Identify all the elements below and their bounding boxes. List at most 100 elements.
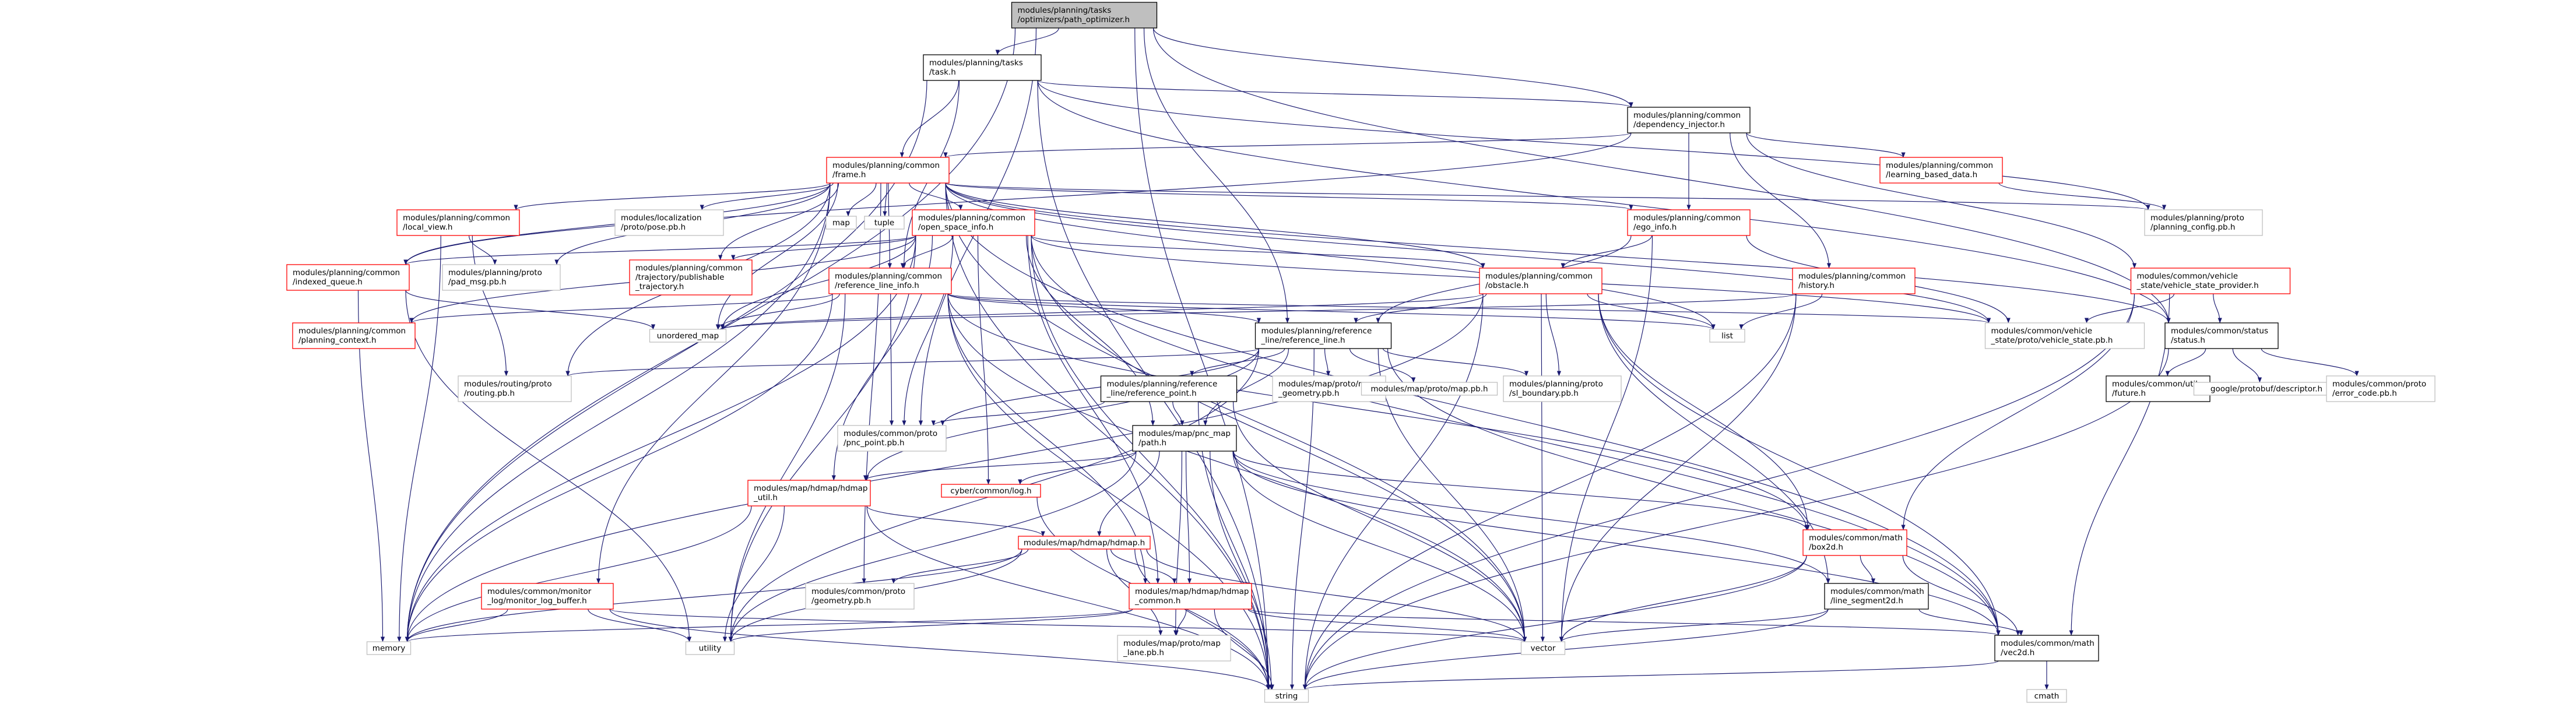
edge-veh-provider-to-vehicle-state-pb xyxy=(2084,293,2175,323)
node-cyber-log[interactable]: cyber/common/log.h xyxy=(941,484,1041,498)
node-box2d[interactable]: modules/common/math/box2d.h xyxy=(1802,529,1907,556)
node-depinj[interactable]: modules/planning/common/dependency_injec… xyxy=(1627,107,1751,133)
edge-ego-info-to-obstacle xyxy=(1561,235,1653,269)
node-root[interactable]: modules/planning/tasks/optimizers/path_o… xyxy=(1011,2,1158,29)
edge-ref-line-to-routing xyxy=(565,348,1260,377)
edge-hdmap-util-to-hdmap xyxy=(866,505,1045,537)
node-label: modules/common/proto xyxy=(844,429,937,438)
node-label: modules/map/proto/map xyxy=(1123,639,1221,648)
node-label: modules/routing/proto xyxy=(464,379,552,389)
edge-ref-line-to-map-geometry xyxy=(1324,348,1331,377)
edge-line-segment-to-string xyxy=(1303,608,1829,690)
edge-open-space-to-hdmap-common xyxy=(1027,235,1160,584)
node-map-pb: modules/map/proto/map.pb.h xyxy=(1361,382,1498,396)
node-label: /proto/pose.pb.h xyxy=(621,223,686,232)
node-ego-info[interactable]: modules/planning/common/ego_info.h xyxy=(1627,209,1751,236)
node-label: vector xyxy=(1531,644,1556,653)
node-hdmap-util[interactable]: modules/map/hdmap/hdmap_util.h xyxy=(747,480,871,506)
edge-local-view-to-routing xyxy=(472,235,509,377)
edge-depinj-to-history xyxy=(1730,132,1832,269)
edge-root-to-task xyxy=(995,27,1059,55)
node-label: modules/common/math xyxy=(2001,639,2094,648)
node-open-space[interactable]: modules/planning/common/open_space_info.… xyxy=(912,209,1035,236)
node-pub-traj[interactable]: modules/planning/common/trajectory/publi… xyxy=(629,259,753,296)
node-local-view[interactable]: modules/planning/common/local_view.h xyxy=(396,209,520,236)
node-hdmap[interactable]: modules/map/hdmap/hdmap.h xyxy=(1018,536,1151,550)
node-label: modules/planning/reference xyxy=(1107,379,1218,389)
edge-line-segment-to-vector xyxy=(1559,608,1829,642)
node-indexed-queue[interactable]: modules/planning/common/indexed_queue.h xyxy=(286,264,410,291)
edge-open-space-to-memory xyxy=(405,235,916,642)
edge-line-segment-to-vec2d xyxy=(1918,608,2023,636)
edge-open-space-to-utility xyxy=(728,235,916,642)
node-box xyxy=(912,209,1035,236)
edge-hdmap-to-geometry xyxy=(891,548,1029,584)
node-label: /planning_config.pb.h xyxy=(2150,223,2235,232)
node-box xyxy=(292,322,416,349)
node-line-segment[interactable]: modules/common/math/line_segment2d.h xyxy=(1824,583,1929,610)
node-obstacle[interactable]: modules/planning/common/obstacle.h xyxy=(1479,268,1602,294)
edge-frame-to-ego-info xyxy=(945,182,1633,210)
edge-ref-line-info-to-box2d xyxy=(947,293,1809,530)
node-list: list xyxy=(1709,329,1745,343)
node-memory: memory xyxy=(366,641,412,655)
node-pnc-point: modules/common/proto/pnc_point.pb.h xyxy=(837,425,947,452)
node-monitor-log[interactable]: modules/common/monitor_log/monitor_log_b… xyxy=(481,583,614,610)
node-label: string xyxy=(1275,692,1298,701)
edge-ego-info-to-vector xyxy=(1559,235,1653,642)
node-label: modules/planning/common xyxy=(1633,111,1741,120)
node-label: modules/common/proto xyxy=(811,587,905,596)
node-utility: utility xyxy=(685,641,735,655)
edge-box2d-to-string xyxy=(1302,555,1807,690)
node-label: modules/common/status xyxy=(2171,326,2268,336)
edge-ref-line-info-to-planning-context xyxy=(409,293,833,323)
node-ref-line[interactable]: modules/planning/reference_line/referenc… xyxy=(1254,322,1392,349)
node-box xyxy=(747,480,871,506)
node-label: /local_view.h xyxy=(403,223,452,232)
node-ref-line-info[interactable]: modules/planning/common/reference_line_i… xyxy=(828,268,952,294)
edge-status-to-descriptor xyxy=(2232,348,2262,383)
edge-ref-line-to-ref-point xyxy=(1190,348,1285,377)
node-future[interactable]: modules/common/util/future.h xyxy=(2106,375,2210,402)
node-box xyxy=(2326,375,2436,402)
edge-vec2d-to-string xyxy=(1303,660,1999,690)
edge-pnc-path-to-utility xyxy=(728,451,1137,642)
node-cmath: cmath xyxy=(2026,689,2067,703)
node-label: _state/vehicle_state_provider.h xyxy=(2136,281,2259,290)
node-label: modules/planning/common xyxy=(835,272,942,281)
node-veh-provider[interactable]: modules/common/vehicle_state/vehicle_sta… xyxy=(2130,268,2291,294)
node-hdmap-common[interactable]: modules/map/hdmap/hdmap_common.h xyxy=(1129,583,1252,610)
edge-task-to-frame xyxy=(899,80,960,158)
node-learning[interactable]: modules/planning/common/learning_based_d… xyxy=(1879,157,2003,184)
edge-pnc-path-to-box2d xyxy=(1232,451,1809,530)
edge-frame-to-obstacle xyxy=(945,182,1485,269)
node-box xyxy=(1627,209,1751,236)
node-box xyxy=(649,329,727,343)
node-pnc-path[interactable]: modules/map/pnc_map/path.h xyxy=(1132,425,1237,452)
node-label: modules/planning/tasks xyxy=(929,58,1023,68)
node-label: /ego_info.h xyxy=(1633,223,1677,232)
node-box xyxy=(2144,209,2263,236)
node-label: memory xyxy=(372,644,405,653)
node-label: modules/planning/proto xyxy=(448,268,542,277)
node-label: /pnc_point.pb.h xyxy=(844,438,905,448)
node-planning-context[interactable]: modules/planning/common/planning_context… xyxy=(292,322,416,349)
node-status[interactable]: modules/common/status/status.h xyxy=(2164,322,2279,349)
node-ref-point[interactable]: modules/planning/reference_line/referenc… xyxy=(1100,375,1238,402)
edge-obstacle-to-vec2d xyxy=(1598,293,2001,636)
edge-ref-line-info-to-vector xyxy=(947,293,1527,642)
node-frame[interactable]: modules/planning/common/frame.h xyxy=(826,157,950,184)
node-task[interactable]: modules/planning/tasks/task.h xyxy=(923,54,1042,81)
node-label: /status.h xyxy=(2171,336,2205,345)
node-label: list xyxy=(1721,332,1733,341)
edge-pnc-path-to-line-segment xyxy=(1232,451,1830,584)
node-label: modules/planning/common xyxy=(1633,213,1741,223)
node-history[interactable]: modules/planning/common/history.h xyxy=(1792,268,1916,294)
node-vec2d[interactable]: modules/common/math/vec2d.h xyxy=(1994,635,2099,662)
node-label: _lane.pb.h xyxy=(1123,648,1164,657)
node-label: /geometry.pb.h xyxy=(811,596,871,606)
node-label: modules/common/vehicle xyxy=(1991,326,2093,336)
edge-hdmap-util-to-utility xyxy=(722,505,785,642)
node-label: modules/planning/reference xyxy=(1261,326,1372,336)
node-label: /line_segment2d.h xyxy=(1830,596,1903,606)
